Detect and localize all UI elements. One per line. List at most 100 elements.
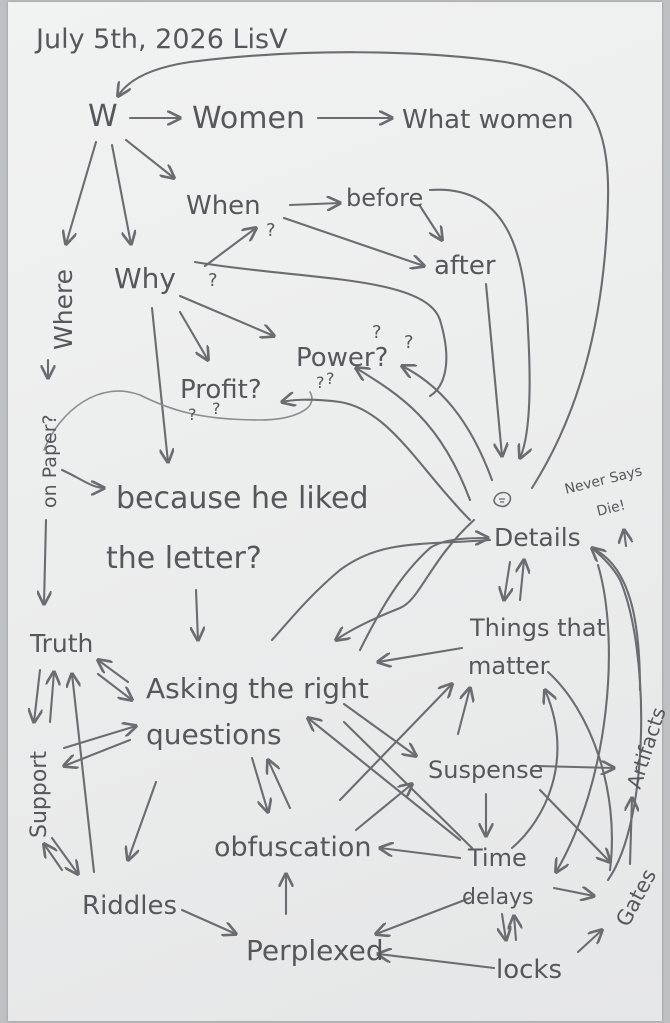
arrow-truth-asking-1 <box>96 672 132 700</box>
node-gates: Gates <box>611 865 661 930</box>
node-profit: Profit? <box>180 375 262 405</box>
arrow-because-asking <box>196 588 198 640</box>
arrow-support-riddles <box>50 836 78 874</box>
arrow-asking-truth-2 <box>98 660 130 684</box>
curve-details-power <box>402 366 494 482</box>
node-never-says-line1: Never Says <box>563 463 644 498</box>
node-obfuscation: obfuscation <box>214 832 371 863</box>
arrow-time-obfuscation <box>380 848 462 860</box>
arrow-suspense-things <box>456 688 470 736</box>
connectors <box>34 51 643 970</box>
arrow-locks-delays <box>514 916 516 942</box>
arrow-artifacts-neversays <box>624 530 626 548</box>
arrow-locks-perplexed <box>378 954 496 970</box>
node-on-paper: on Paper? <box>39 414 61 508</box>
curve-details-power-2 <box>356 368 472 502</box>
question-mark-why: ? <box>208 270 218 291</box>
node-w: W <box>88 99 118 134</box>
curve-gates-details <box>592 548 643 882</box>
arrow-delays-locks <box>502 912 506 940</box>
doodle-icon <box>493 491 512 508</box>
node-things-line2: matter <box>468 652 550 680</box>
arrow-w-why <box>110 143 131 244</box>
arrow-obfuscation-suspense <box>354 784 412 832</box>
question-mark-power-4: ? <box>326 369 335 388</box>
question-mark-power-2: ? <box>404 332 414 353</box>
node-asking-line1: Asking the right <box>146 672 369 705</box>
arrow-time-asking <box>308 718 462 842</box>
arrow-w-when <box>124 138 174 178</box>
arrow-onpaper-truth <box>44 518 46 604</box>
arrow-questions-obfuscation <box>250 756 268 812</box>
arrow-delays-gates <box>552 888 594 896</box>
question-mark-power-3: ? <box>316 373 325 392</box>
node-suspense: Suspense <box>428 756 543 784</box>
node-asking-line2: questions <box>146 718 282 751</box>
node-time: Time <box>467 844 527 872</box>
arrow-why-because <box>150 306 168 462</box>
labels: July 5th, 2026 LisV W Women What women W… <box>27 24 670 985</box>
curve-why-details <box>193 260 448 398</box>
node-after: after <box>434 251 496 281</box>
curve-before-details <box>428 188 530 458</box>
node-details: Details <box>494 523 581 552</box>
arrow-questions-riddles <box>128 780 158 860</box>
node-where: Where <box>49 269 78 350</box>
arrow-support-truth-2 <box>50 672 54 724</box>
arrow-why-power <box>178 294 274 336</box>
node-because-line1: because he liked <box>116 481 369 516</box>
node-women: Women <box>192 101 305 136</box>
node-never-says-line2: Die! <box>595 497 627 520</box>
arrow-questions-support <box>64 738 132 766</box>
question-mark-when: ? <box>266 220 276 241</box>
question-mark-profit-2: ? <box>188 405 197 424</box>
node-what-women: What women <box>402 105 574 135</box>
node-things-line1: Things that <box>469 614 606 642</box>
curve-details-asking <box>270 538 492 642</box>
node-before: before <box>346 184 423 212</box>
node-perplexed: Perplexed <box>246 934 384 967</box>
arrow-gates-artifacts <box>630 798 632 866</box>
arrow-obfuscation-things <box>338 684 452 802</box>
arrow-w-where <box>66 140 98 244</box>
header-date-author: July 5th, 2026 LisV <box>34 24 288 55</box>
arrow-when-before <box>288 203 340 205</box>
curve-time-things <box>510 690 559 850</box>
arrow-why-when <box>203 228 256 268</box>
node-riddles: Riddles <box>82 891 177 921</box>
node-why: Why <box>114 262 176 295</box>
curve-details-delays <box>556 563 610 872</box>
node-because-line2: the letter? <box>106 541 262 576</box>
arrow-truth-support-1 <box>34 668 40 722</box>
arrow-when-after <box>282 216 424 266</box>
arrow-delays-perplexed <box>376 896 472 934</box>
curve-things-gates <box>546 670 613 872</box>
question-mark-power-1: ? <box>372 322 382 343</box>
question-mark-profit-1: ? <box>212 399 221 418</box>
arrow-before-after <box>418 204 442 240</box>
arrow-things-asking <box>378 646 464 662</box>
node-truth: Truth <box>29 629 93 658</box>
node-support: Support <box>27 751 52 838</box>
arrow-things-details <box>520 560 524 602</box>
curve-profit-loop <box>43 390 313 451</box>
curve-onpaper-because <box>60 468 104 488</box>
node-power: Power? <box>296 343 388 373</box>
arrow-riddles-support <box>44 844 64 872</box>
arrow-riddles-truth <box>72 674 96 874</box>
arrow-obfuscation-questions <box>268 760 292 810</box>
node-when: When <box>186 191 261 221</box>
loop-details-to-w <box>118 51 610 490</box>
arrow-locks-gates <box>576 930 602 954</box>
node-locks: locks <box>496 955 562 985</box>
arrow-after-details <box>484 282 502 456</box>
curve-asking-details <box>358 538 488 652</box>
arrow-asking-time <box>342 720 474 850</box>
node-artifacts: Artifacts <box>622 704 670 791</box>
arrow-suspense-artifacts <box>534 766 614 768</box>
arrow-support-questions <box>62 726 136 750</box>
node-delays: delays <box>462 885 534 910</box>
arrow-suspense-gates <box>538 788 610 862</box>
curve-details-profit <box>282 400 472 522</box>
